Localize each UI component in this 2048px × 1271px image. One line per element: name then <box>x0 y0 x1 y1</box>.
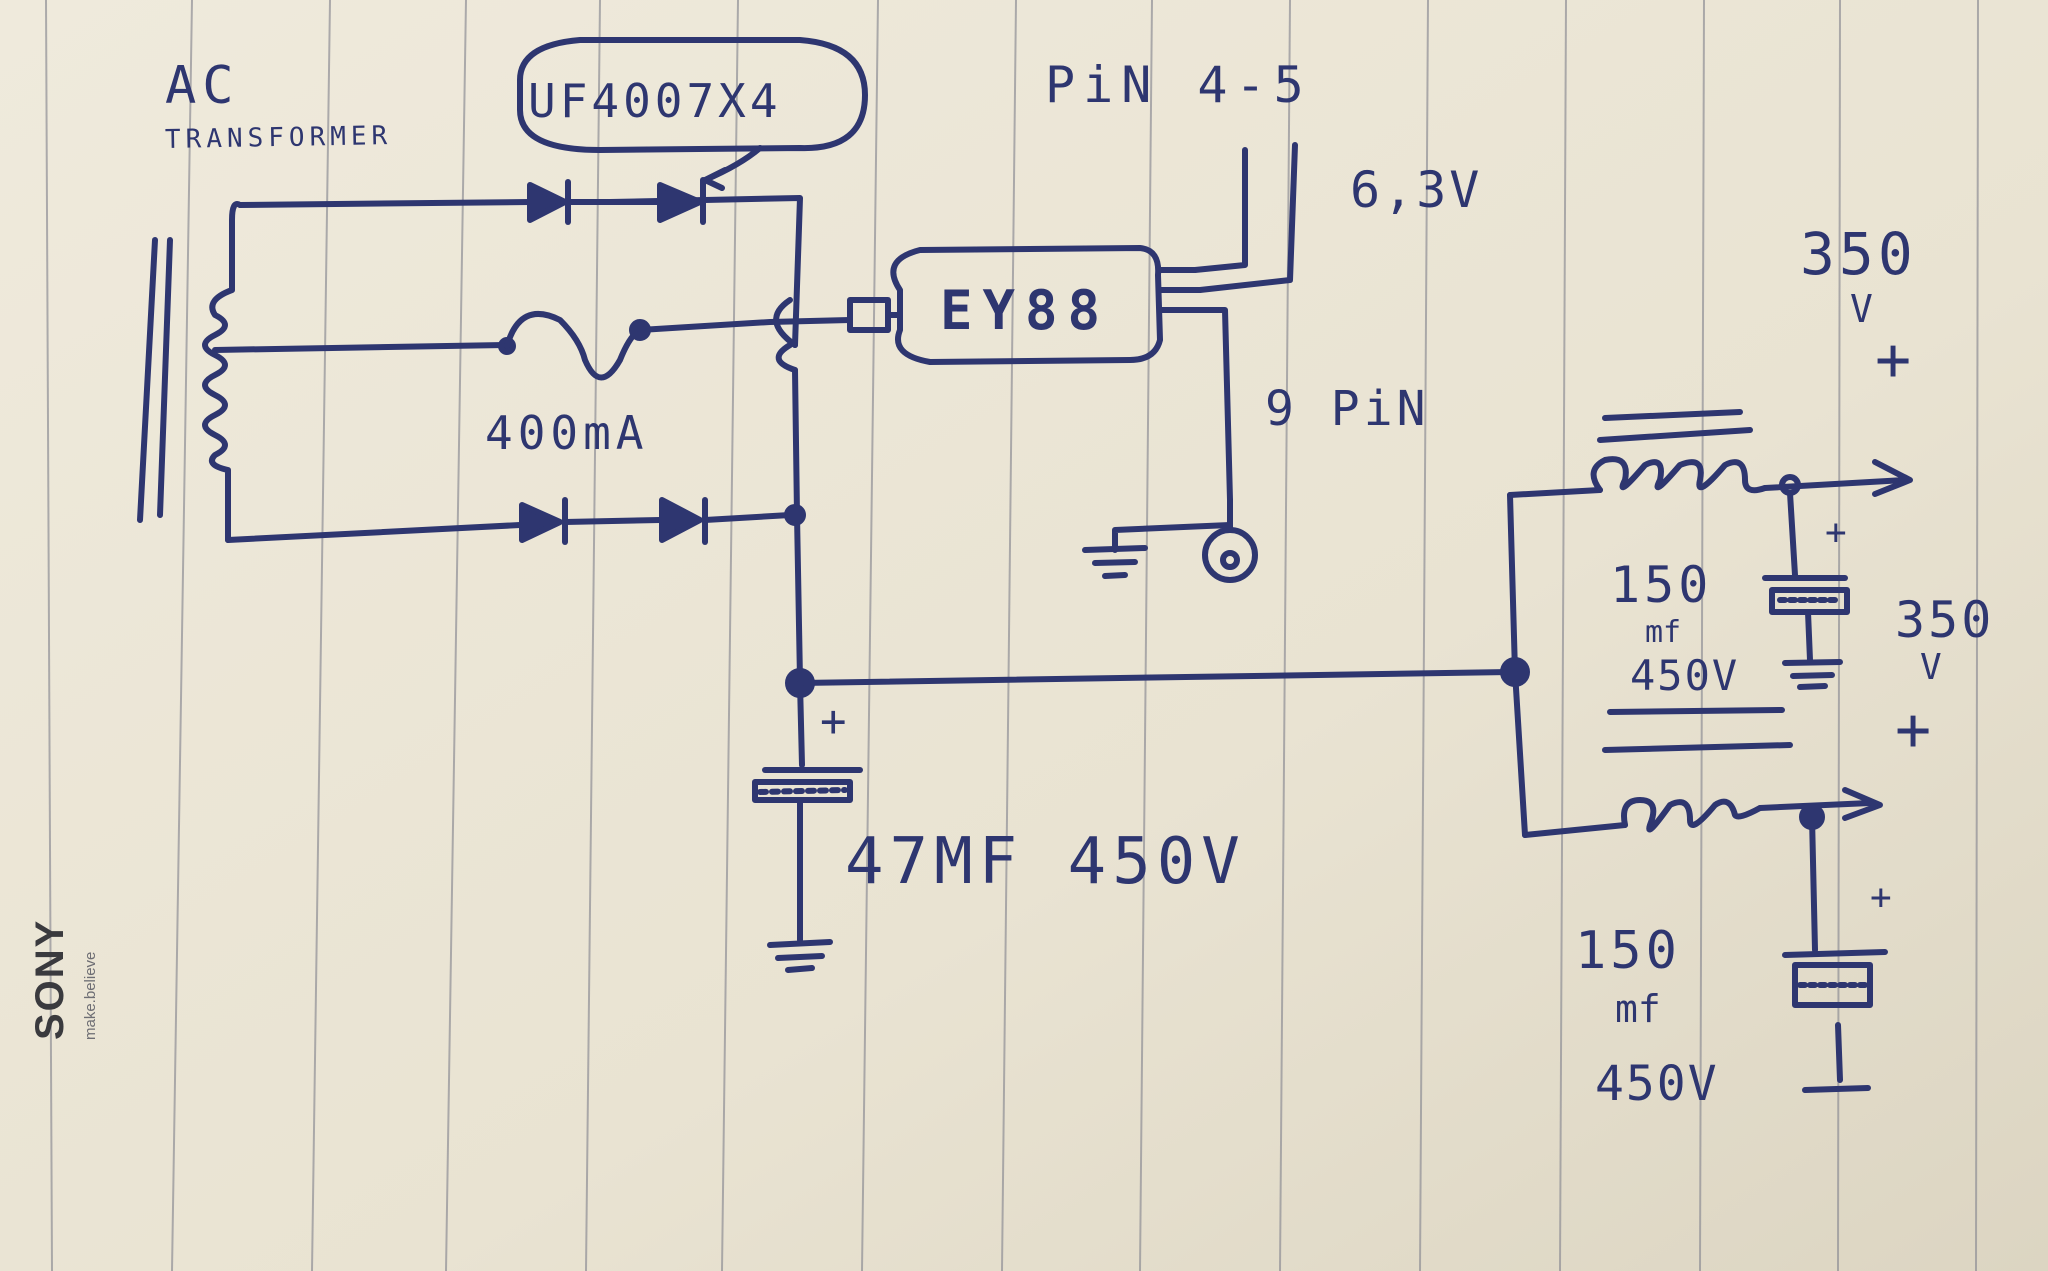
cap-bottom-plate-bottom <box>1792 962 1873 1008</box>
tube-ground <box>1082 545 1148 579</box>
bottom-wire <box>225 522 523 543</box>
cap-top-ground <box>1782 659 1843 690</box>
choke-bottom <box>1621 797 1763 833</box>
main-bus <box>797 669 1513 686</box>
arrow-bottom <box>1842 787 1883 821</box>
tube-pins <box>1157 267 1203 313</box>
tube-type-label: EY88 <box>940 279 1111 342</box>
centertap-wire <box>212 342 508 353</box>
tube-base-label: 9 PiN <box>1265 381 1430 437</box>
fuse-rating-label: 400mA <box>485 406 649 460</box>
cap-top-unit: mf <box>1645 615 1682 650</box>
cap-bottom-ground <box>1802 1085 1871 1093</box>
brand-logo: SONY <box>28 918 72 1040</box>
heater-voltage-label: 6,3V <box>1350 161 1483 219</box>
brand-tagline: make.believe <box>82 951 99 1040</box>
pin9-wire <box>1197 307 1233 503</box>
ink-drawing <box>137 37 1913 1093</box>
cap-bottom-value: 150 <box>1575 921 1681 981</box>
output-voltage-top: 350 <box>1800 220 1917 288</box>
choke-top-core <box>1597 409 1753 443</box>
output-voltage-mid-unit: V <box>1920 647 1942 688</box>
heater-wire-2 <box>1197 142 1298 293</box>
cap-bottom-plus: + <box>1870 877 1892 918</box>
main-cap-label: 47MF 450V <box>845 825 1246 899</box>
fuse-symbol <box>504 310 643 381</box>
cap-top-plus: + <box>1825 512 1847 553</box>
output-voltage-mid: 350 <box>1895 591 1995 649</box>
output-vertical <box>1507 492 1528 838</box>
main-cap-ground <box>767 939 833 973</box>
choke-top <box>1590 456 1768 494</box>
heater-wire-1 <box>1192 147 1248 273</box>
ac-label: AC <box>165 56 240 116</box>
diode-label-oval <box>517 37 868 153</box>
cap-bottom-plate-top <box>1782 949 1888 958</box>
transformer-label: TRANSFORMER <box>164 121 393 155</box>
transformer-coil <box>202 201 243 543</box>
wire-crossover <box>773 297 798 373</box>
heater-pins-label: PiN 4-5 <box>1045 56 1312 114</box>
diode-type-label: UF4007X4 <box>528 74 782 128</box>
cap-bottom-unit: mf <box>1615 987 1661 1031</box>
output-top-plus: + <box>1875 325 1912 395</box>
diode-label-pointer <box>702 145 763 191</box>
cap-top-voltage: 450V <box>1630 651 1740 700</box>
output-mid-plus: + <box>1895 695 1932 765</box>
main-cap-plus: + <box>820 696 847 747</box>
cap-bottom-voltage: 450V <box>1595 1056 1719 1112</box>
output-voltage-top-unit: V <box>1850 287 1873 331</box>
cap-top-value: 150 <box>1610 556 1713 614</box>
arrow-top <box>1872 459 1913 497</box>
transformer-core <box>137 237 173 523</box>
